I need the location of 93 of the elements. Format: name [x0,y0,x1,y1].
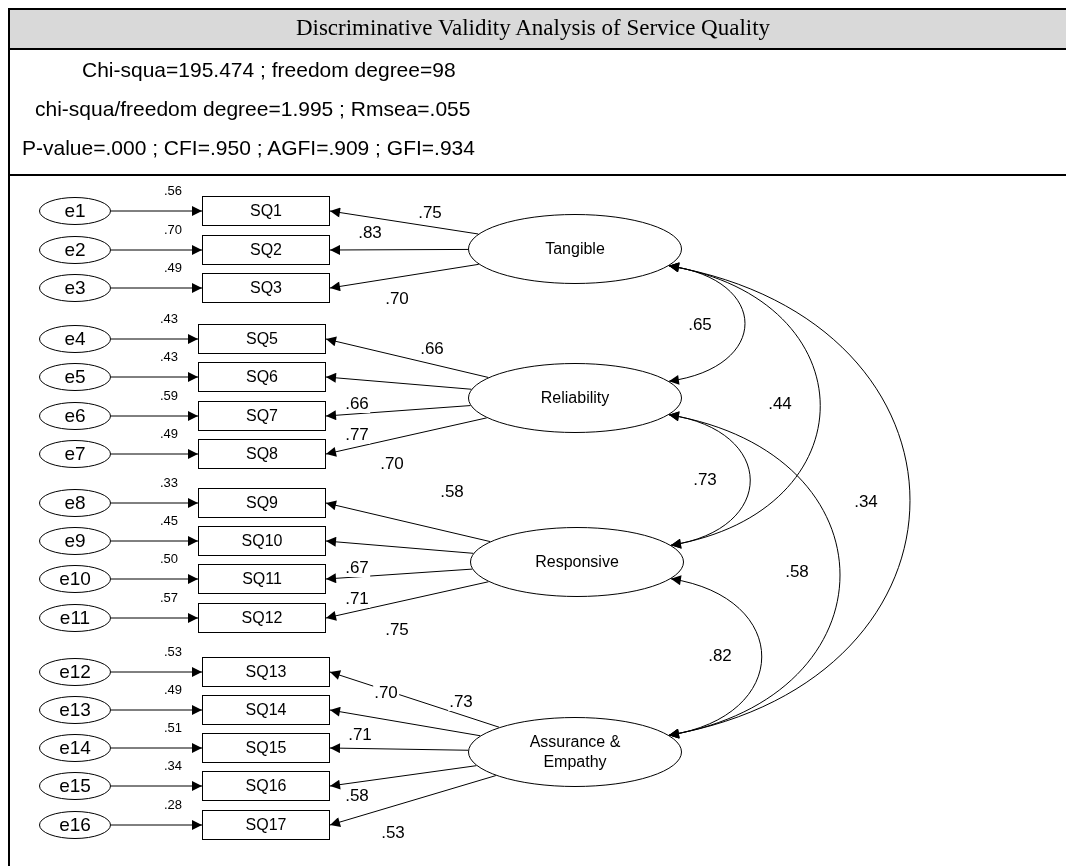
observed-variable-box: SQ3 [202,273,330,303]
path-arrow [325,417,488,457]
error-term-ellipse: e3 [39,274,111,302]
path-arrow [110,574,199,584]
observed-variable-box: SQ16 [202,771,330,801]
error-term-ellipse: e16 [39,811,111,839]
path-arrow [110,206,203,216]
error-term-ellipse: e15 [39,772,111,800]
path-arrow [325,372,472,390]
observed-variable-box: SQ7 [198,401,326,431]
r-squared-value: .45 [160,514,179,527]
path-arrow [325,536,474,554]
path-arrow [110,667,203,677]
error-term-ellipse: e13 [39,696,111,724]
fit-statistics: P-value=.000 ; CFI=.950 ; AGFI=.909 ; GFI=.934 [22,135,475,161]
error-term-ellipse: e1 [39,197,111,225]
latent-variable-ellipse: Tangible [468,214,682,284]
r-squared-value: .53 [164,645,183,658]
r-squared-value: .70 [164,223,183,236]
latent-variable-ellipse: Assurance & Empathy [468,717,682,787]
path-arrow [325,500,491,543]
error-term-ellipse: e10 [39,565,111,593]
error-term-ellipse: e8 [39,489,111,517]
observed-variable-box: SQ15 [202,733,330,763]
path-arrow [329,743,469,754]
observed-variable-box: SQ14 [202,695,330,725]
error-term-ellipse: e11 [39,604,111,632]
r-squared-value: .51 [164,721,183,734]
path-arrow [110,743,203,753]
path-arrow [110,498,199,508]
path-arrow [325,336,489,378]
path-arrow [110,372,199,382]
path-arrow [110,334,199,344]
path-arrow [110,245,203,255]
observed-variable-box: SQ5 [198,324,326,354]
table-title: Discriminative Validity Analysis of Service Quality [294,14,772,42]
error-term-ellipse: e4 [39,325,111,353]
r-squared-value: .43 [160,312,179,325]
observed-variable-box: SQ6 [198,362,326,392]
path-arrow [110,781,203,791]
r-squared-value: .43 [160,350,179,363]
observed-variable-box: SQ1 [202,196,330,226]
path-arrow [325,405,471,421]
error-term-ellipse: e7 [39,440,111,468]
path-arrow [329,263,480,292]
path-arrow [329,207,479,235]
r-squared-value: .49 [160,427,179,440]
r-squared-value: .56 [164,184,183,197]
latent-variable-ellipse: Reliability [468,363,682,433]
error-term-ellipse: e5 [39,363,111,391]
observed-variable-box: SQ10 [198,526,326,556]
r-squared-value: .34 [164,759,183,772]
correlation-arrow [668,576,763,738]
observed-variable-box: SQ8 [198,439,326,469]
r-squared-value: .57 [160,591,179,604]
observed-variable-box: SQ9 [198,488,326,518]
observed-variable-box: SQ11 [198,564,326,594]
path-arrow [325,581,490,621]
r-squared-value: .49 [164,261,183,274]
observed-variable-box: SQ2 [202,235,330,265]
latent-variable-ellipse: Responsive [470,527,684,597]
r-squared-value: .28 [164,798,183,811]
r-squared-value: .33 [160,476,179,489]
path-arrow [329,765,477,790]
edge-label: .77 [344,426,370,444]
path-arrow [110,613,199,623]
path-arrow [329,244,469,255]
error-term-ellipse: e12 [39,658,111,686]
r-squared-value: .59 [160,389,179,402]
error-term-ellipse: e6 [39,402,111,430]
observed-variable-box: SQ13 [202,657,330,687]
path-arrow [110,283,203,293]
path-arrow [329,706,481,737]
observed-variable-box: SQ17 [202,810,330,840]
edge-label: .66 [344,395,370,413]
edge-label: .71 [344,590,370,608]
r-squared-value: .50 [160,552,179,565]
path-arrow [110,449,199,459]
fit-statistics: Chi-squa=195.474 ; freedom degree=98 [82,57,456,83]
path-arrow [329,775,497,827]
path-arrow [110,536,199,546]
error-term-ellipse: e14 [39,734,111,762]
path-arrow [110,411,199,421]
path-arrow [110,705,203,715]
edge-label: .67 [344,559,370,577]
path-arrow [110,820,203,830]
observed-variable-box: SQ12 [198,603,326,633]
error-term-ellipse: e2 [39,236,111,264]
error-term-ellipse: e9 [39,527,111,555]
r-squared-value: .49 [164,683,183,696]
path-arrow [325,568,473,584]
fit-statistics: chi-squa/freedom degree=1.995 ; Rmsea=.055 [35,96,471,122]
edge-label: .73 [448,693,474,711]
